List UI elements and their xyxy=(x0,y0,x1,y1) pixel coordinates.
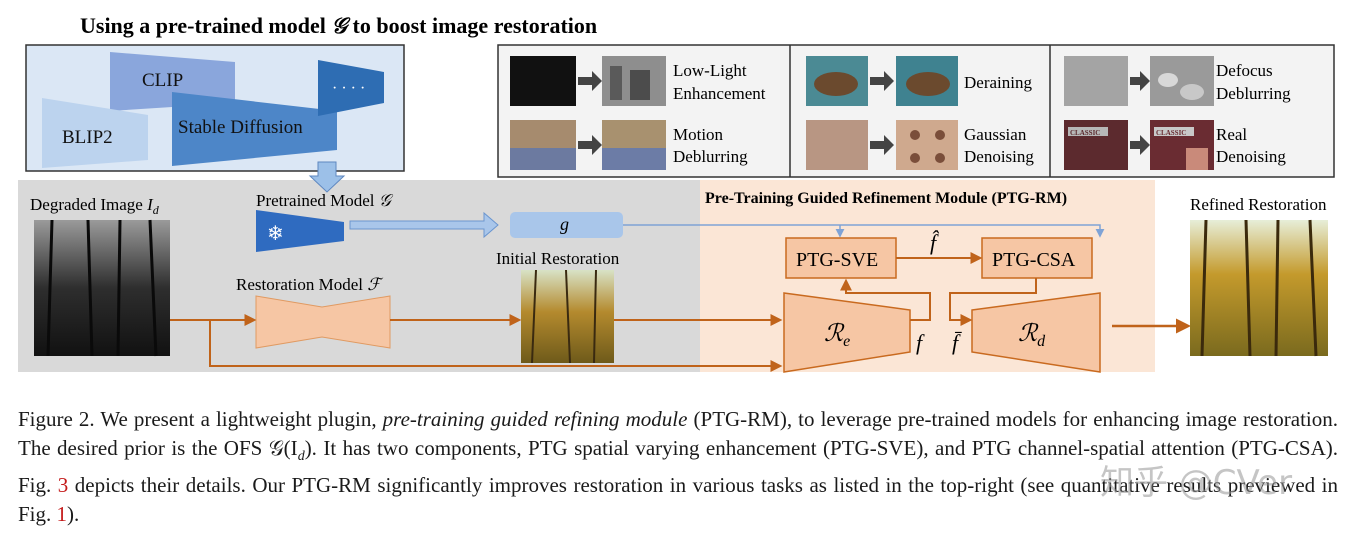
ptg-csa-label: PTG-CSA xyxy=(992,249,1076,271)
task-label: Deblurring xyxy=(1216,84,1291,103)
task-label: Denoising xyxy=(1216,147,1286,166)
degraded-label: Degraded Image Id xyxy=(30,195,160,217)
restoration-model-shape xyxy=(255,295,391,349)
refined-restoration-label: Refined Restoration xyxy=(1190,195,1327,214)
task-lowlight-input xyxy=(510,56,576,106)
task-label: Enhancement xyxy=(673,84,766,103)
task-label: Deraining xyxy=(964,73,1032,92)
snowflake-icon: ❄ xyxy=(267,223,284,245)
watermark: 知乎 @CVer xyxy=(1100,463,1293,503)
figure-title: Using a pre-trained model 𝒢 to boost ima… xyxy=(80,13,597,38)
f-bar-symbol: f̄ xyxy=(952,330,962,355)
refined-restoration-image xyxy=(1190,220,1328,356)
f-symbol: f xyxy=(916,330,925,355)
pretrained-model-label: Pretrained Model 𝒢 xyxy=(256,191,394,210)
rd-decoder-label: ℛd xyxy=(1018,321,1046,350)
svg-text:CLASSIC: CLASSIC xyxy=(1070,129,1100,137)
more-models-label: · · · · xyxy=(332,80,365,97)
down-arrow xyxy=(308,161,346,193)
task-defocus-input xyxy=(1064,56,1128,106)
stable-diffusion-label: Stable Diffusion xyxy=(178,117,303,138)
g-line xyxy=(623,224,1105,238)
task-label: Deblurring xyxy=(673,147,748,166)
initial-restoration-label: Initial Restoration xyxy=(496,249,620,268)
figure-caption: Figure 2. We present a lightweight plugi… xyxy=(18,407,1339,527)
task-label: Gaussian xyxy=(964,125,1027,144)
stable-diffusion-shape xyxy=(172,92,337,166)
ptgrm-title: Pre-Training Guided Refinement Module (P… xyxy=(705,190,1067,207)
ptg-sve-box xyxy=(785,237,897,279)
clip-label: CLIP xyxy=(142,70,183,91)
pretrained-model-shape xyxy=(256,210,344,252)
f-hat-symbol: f̂ xyxy=(930,230,940,255)
blip2-shape xyxy=(42,98,148,168)
task-label: Motion xyxy=(673,125,724,144)
re-encoder-label: ℛe xyxy=(824,321,850,350)
rd-decoder-shape xyxy=(971,292,1101,373)
task-label: Denoising xyxy=(964,147,1034,166)
task-gaussian-output xyxy=(896,120,958,170)
degraded-image xyxy=(34,220,170,356)
figure-ref-1[interactable]: 1 xyxy=(56,502,68,527)
ptg-csa-box xyxy=(981,237,1093,279)
svg-text:CLASSIC: CLASSIC xyxy=(1156,129,1186,137)
task-label: Defocus xyxy=(1216,61,1273,80)
g-box xyxy=(510,212,623,238)
more-models-shape xyxy=(318,60,384,116)
g-symbol: g xyxy=(560,214,569,234)
figure-ref-3[interactable]: 3 xyxy=(57,473,69,498)
blip2-label: BLIP2 xyxy=(62,127,113,148)
task-label: Low-Light xyxy=(673,61,747,80)
task-label: Real xyxy=(1216,125,1247,144)
ptg-sve-label: PTG-SVE xyxy=(796,249,878,271)
restoration-model-label: Restoration Model ℱ xyxy=(236,275,384,294)
blue-arrow-to-g xyxy=(349,211,499,239)
task-gaussian-input xyxy=(806,120,868,170)
figure-diagram: Using a pre-trained model 𝒢 to boost ima… xyxy=(18,13,1335,373)
re-encoder-shape xyxy=(783,292,911,373)
